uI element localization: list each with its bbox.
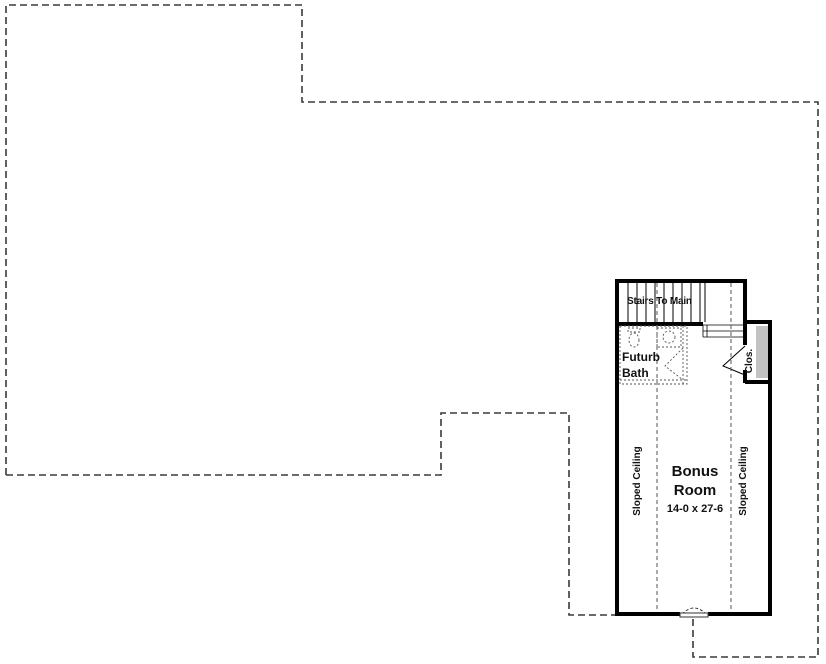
sloped-ceiling-lines [656, 283, 732, 612]
future-bath-label-line1: Futurb [622, 350, 660, 364]
closet-door-swing-icon [722, 345, 746, 376]
sloped-ceiling-left-label: Sloped Ceiling [632, 446, 643, 516]
closet-label: Clos. [744, 348, 755, 374]
future-bath-label: Futurb Bath [622, 349, 660, 381]
stairs-label: Stairs To Main [627, 296, 692, 307]
bonus-room-dimensions: 14-0 x 27-6 [666, 503, 724, 515]
sloped-ceiling-right-label: Sloped Ceiling [738, 446, 749, 516]
main-floor-footprint-outline [5, 4, 819, 658]
bonus-room-title-line1: Bonus [671, 463, 719, 480]
bonus-room-title-line2: Room [673, 482, 717, 499]
stair-treads [627, 283, 706, 322]
bonus-room-title: Bonus Room [657, 462, 733, 500]
bonus-room-walls [615, 279, 772, 616]
closet-shelf-hatch [756, 326, 768, 378]
future-bath-fixtures [619, 325, 688, 385]
future-bath-label-line2: Bath [622, 366, 649, 380]
stair-landing [702, 324, 745, 338]
entry-door-icon [679, 607, 709, 618]
